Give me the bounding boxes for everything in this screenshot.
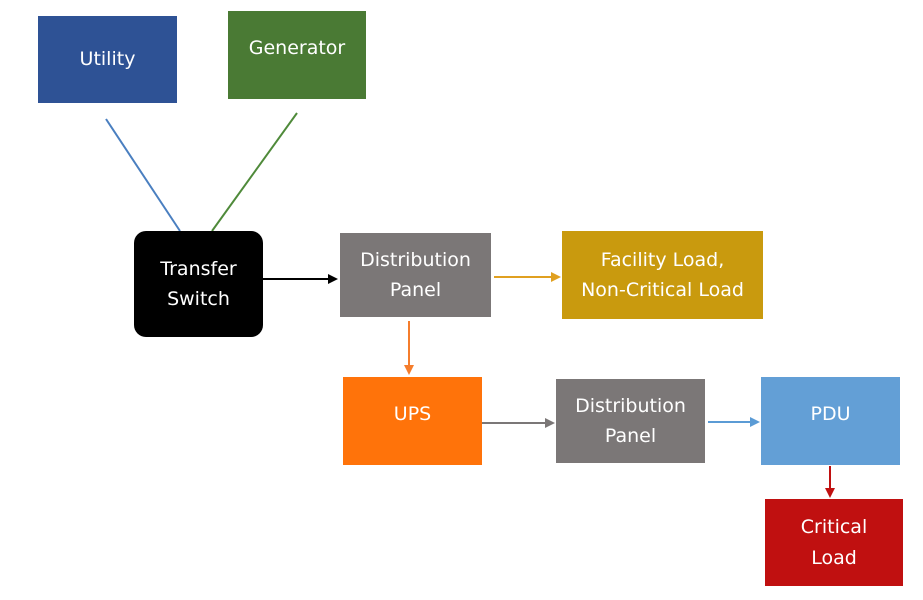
facility-load-label: Facility Load, Non-Critical Load: [581, 248, 744, 301]
connector-utility-to-transfer: [105, 118, 181, 232]
connector-generator-to-transfer: [211, 112, 298, 232]
generator-box: Generator: [228, 11, 366, 99]
secondary-distribution-panel-label: Distribution Panel: [575, 394, 686, 447]
critical-load-label: Critical Load: [800, 516, 868, 569]
transfer-switch-label: Transfer Switch: [160, 257, 237, 310]
ups-box: UPS: [343, 377, 482, 465]
ups-label: UPS: [393, 403, 432, 425]
utility-box: Utility: [38, 16, 177, 103]
utility-label: Utility: [79, 48, 136, 71]
generator-label: Generator: [248, 37, 346, 59]
secondary-distribution-panel-box: Distribution Panel: [556, 379, 705, 463]
distribution-panel-label: Distribution Panel: [360, 248, 471, 301]
transfer-switch-box: Transfer Switch: [134, 231, 263, 337]
distribution-panel-box: Distribution Panel: [340, 233, 491, 317]
pdu-box: PDU: [761, 377, 900, 465]
facility-load-box: Facility Load, Non-Critical Load: [562, 231, 763, 319]
pdu-label: PDU: [810, 403, 851, 425]
critical-load-box: Critical Load: [765, 499, 903, 586]
